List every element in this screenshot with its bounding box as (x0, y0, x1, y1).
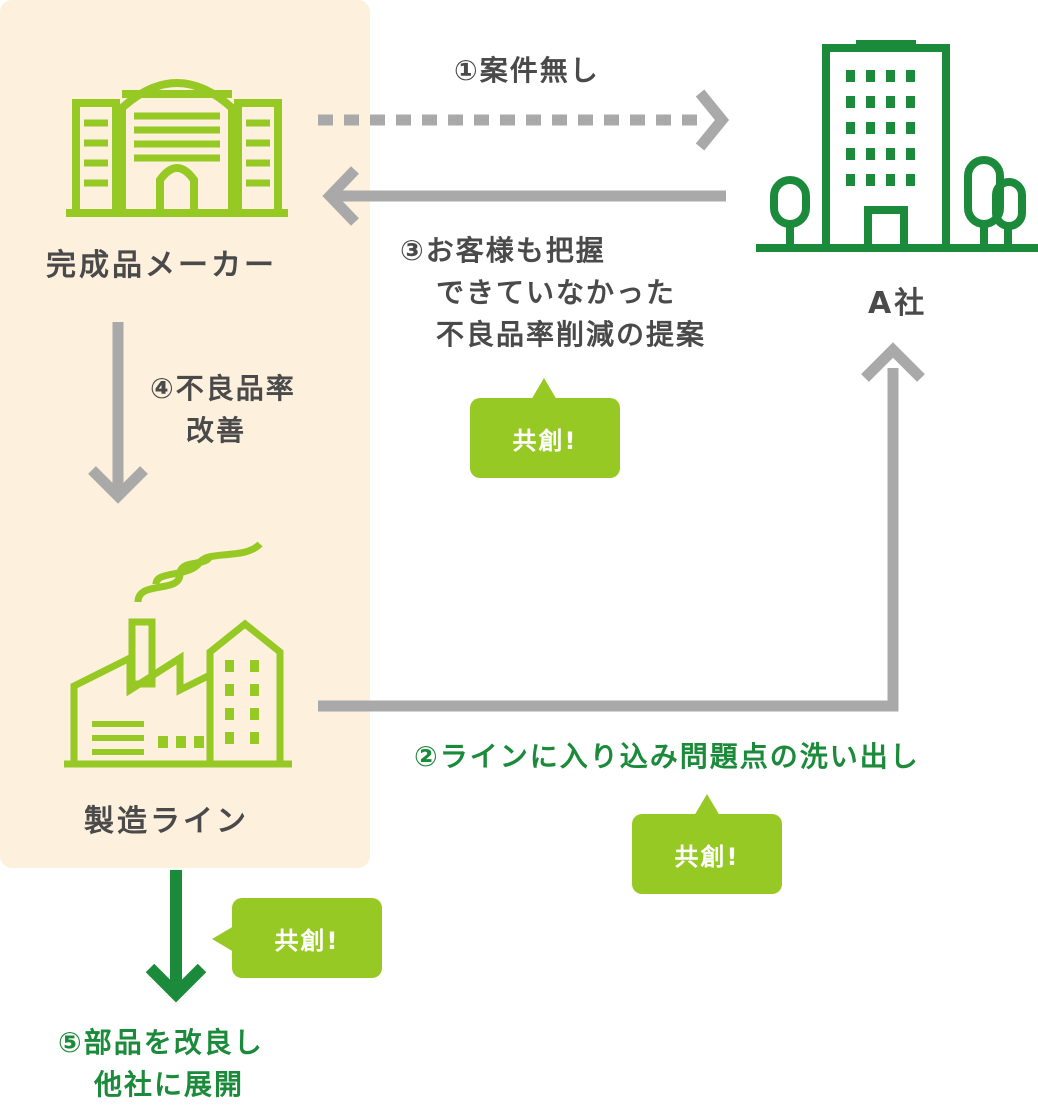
office-building-icon (66, 79, 288, 217)
step-2-text: ②ラインに入り込み問題点の洗い出し (414, 740, 920, 773)
cocreation-badge-2: 共創! (632, 814, 782, 894)
bubble-3-pointer (212, 926, 234, 952)
bubble-1-pointer (531, 378, 557, 400)
step-5-text: ⑤部品を改良し 他社に展開 (58, 1026, 264, 1101)
factory-icon (64, 541, 292, 768)
company-a-label: A社 (868, 286, 928, 321)
step-4-text: ④不良品率 改善 (150, 372, 296, 447)
arrow-case-none (318, 89, 730, 151)
maker-label: 完成品メーカー (46, 248, 277, 283)
step-3-text: ③お客様も把握 できていなかった 不良品率削減の提案 (400, 234, 707, 351)
bubble-2-pointer (694, 794, 720, 816)
arrow-line-analysis (318, 342, 925, 712)
step-1-text: ①案件無し (454, 54, 600, 87)
arrow-proposal (322, 166, 726, 226)
arrow-expand (145, 870, 207, 1003)
cocreation-badge-1: 共創! (470, 398, 620, 478)
manufacturing-line-label: 製造ライン (84, 804, 249, 839)
tower-with-trees-icon (756, 40, 1038, 252)
cocreation-badge-3: 共創! (232, 898, 382, 978)
arrow-improve (88, 322, 148, 504)
